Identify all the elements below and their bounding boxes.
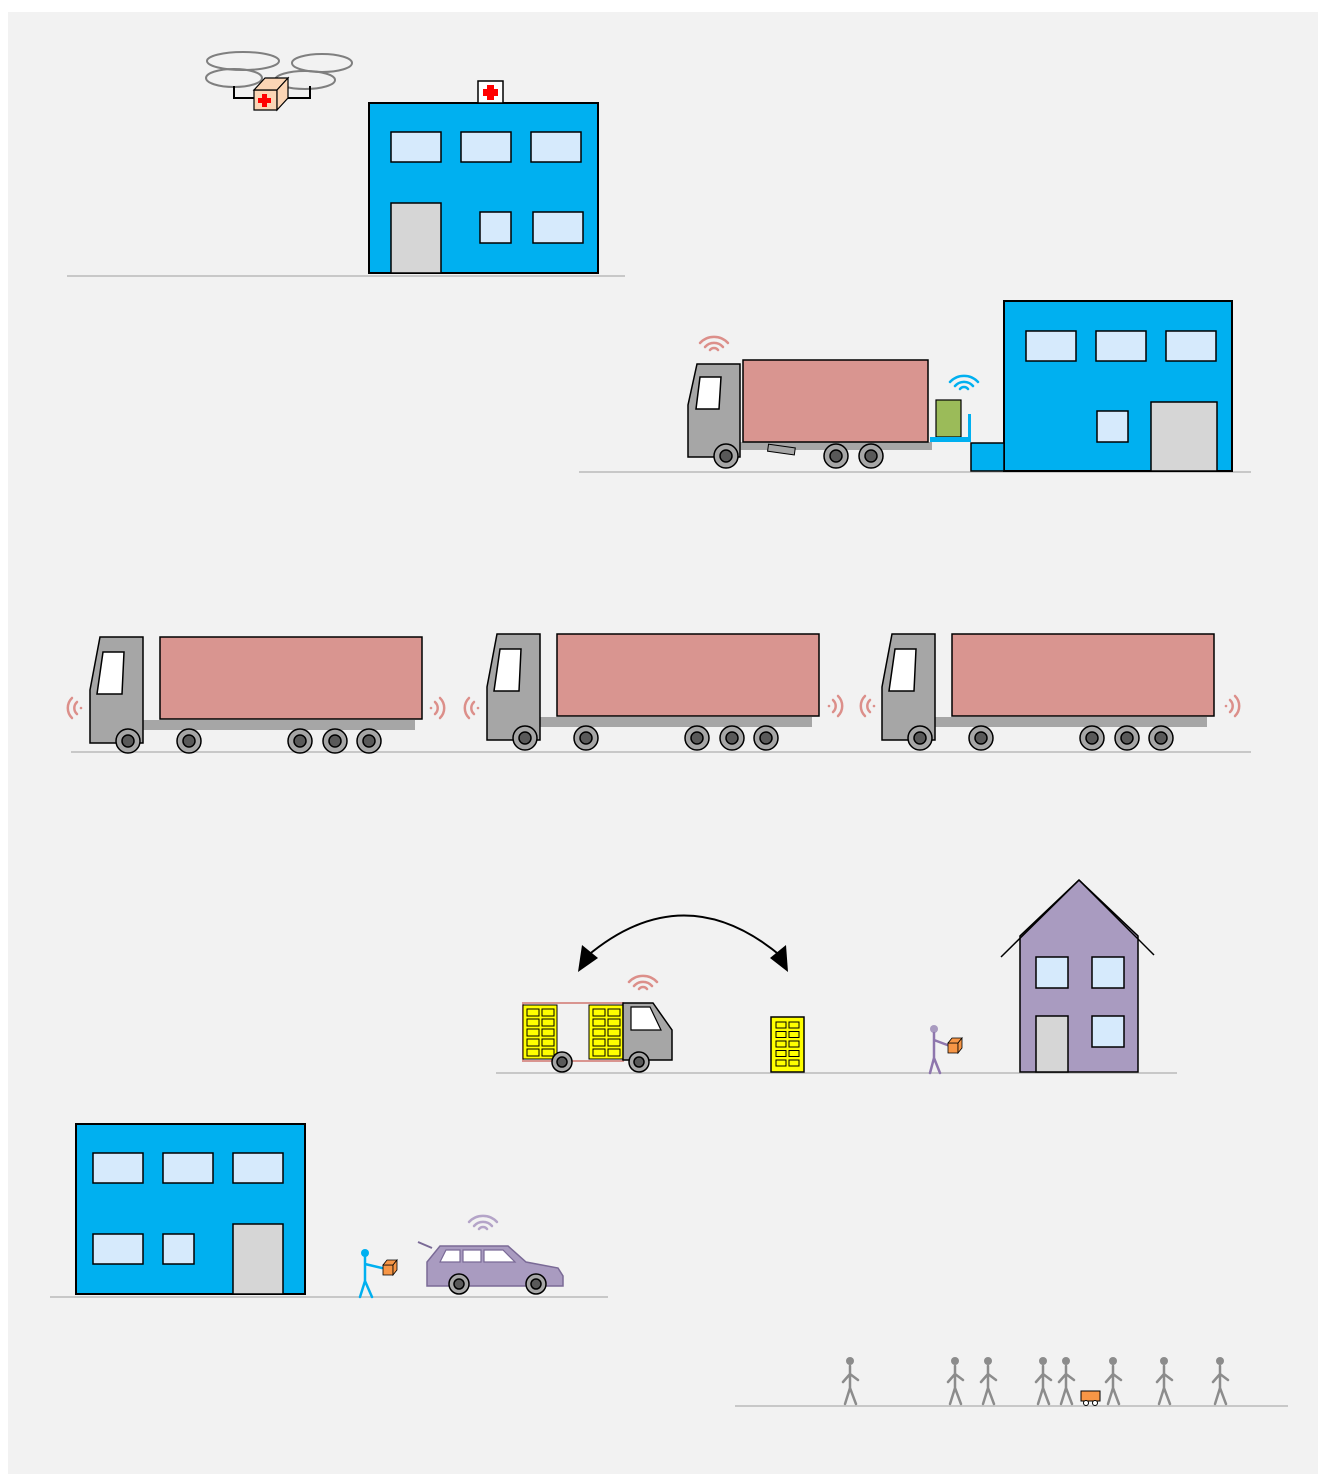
package-icon [383,1260,397,1275]
parcel-locker-icon [771,1017,804,1072]
warehouse-building [971,301,1232,471]
package-icon [948,1038,962,1053]
hospital-building [369,81,598,273]
office-building [76,1124,305,1294]
loading-dock [971,443,1004,471]
delivery-van-icon [523,1003,672,1072]
medical-cross-icon [478,81,503,103]
